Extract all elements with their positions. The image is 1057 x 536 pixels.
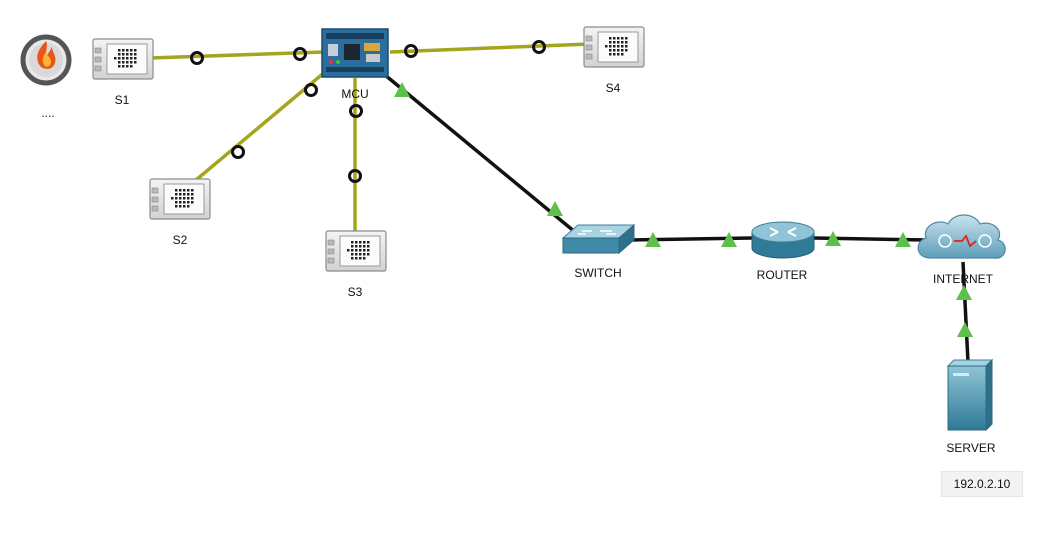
mcu-device[interactable]: MCU: [321, 28, 389, 101]
link-up-indicator: [956, 285, 972, 300]
links-layer: [149, 42, 970, 363]
sensor-s1[interactable]: S1: [92, 38, 154, 107]
internet-label: INTERNET: [933, 272, 994, 286]
sensor-s3[interactable]: S3: [325, 230, 387, 299]
link-s1-mcu[interactable]: [149, 50, 326, 60]
sensor-icon: [583, 26, 645, 68]
switch-label: SWITCH: [574, 266, 621, 280]
link-up-indicator: [825, 231, 841, 246]
router-device[interactable]: ROUTER: [751, 221, 815, 282]
connector-ring: [348, 169, 362, 183]
server-icon: [946, 358, 994, 432]
link-mcu-switch[interactable]: [383, 73, 577, 234]
link-internet-server[interactable]: [961, 261, 970, 363]
connector-ring: [532, 40, 546, 54]
router-icon: [751, 221, 815, 259]
connector-ring: [190, 51, 204, 65]
sensor-s2[interactable]: S2: [149, 178, 211, 247]
sensor-s4[interactable]: S4: [583, 26, 645, 95]
sensor-icon: [92, 38, 154, 80]
sensor-icon: [325, 230, 387, 272]
link-up-indicator: [957, 322, 973, 337]
link-up-indicator: [394, 82, 410, 97]
link-s4-mcu[interactable]: [389, 42, 591, 54]
connector-ring: [231, 145, 245, 159]
sensor-s4-label: S4: [606, 81, 621, 95]
link-switch-router[interactable]: [629, 236, 753, 242]
connector-ring: [304, 83, 318, 97]
link-up-indicator: [895, 232, 911, 247]
link-s2-mcu[interactable]: [194, 70, 327, 182]
internet-device[interactable]: INTERNET: [917, 214, 1006, 286]
sensor-s2-label: S2: [173, 233, 188, 247]
connector-ring: [293, 47, 307, 61]
fire-alarm-device[interactable]: ....: [20, 34, 72, 120]
microcontroller-board-icon: [321, 28, 389, 78]
switch-device[interactable]: SWITCH: [561, 223, 636, 280]
router-label: ROUTER: [757, 268, 808, 282]
fire-alarm-label: ....: [41, 106, 54, 120]
mcu-label: MCU: [341, 87, 368, 101]
cloud-icon: [917, 214, 1006, 259]
link-up-indicator: [547, 201, 563, 216]
connector-ring: [349, 104, 363, 118]
server-ip-address: 192.0.2.10: [941, 471, 1023, 497]
sensor-s1-label: S1: [115, 93, 130, 107]
link-up-indicator: [721, 232, 737, 247]
iot-connectors: [190, 40, 546, 183]
sensor-icon: [149, 178, 211, 220]
link-up-indicator: [645, 232, 661, 247]
server-label: SERVER: [946, 441, 995, 455]
server-device[interactable]: SERVER: [946, 358, 996, 455]
connector-ring: [404, 44, 418, 58]
fire-alarm-icon: [20, 34, 72, 86]
link-status-indicators: [394, 82, 973, 337]
sensor-s3-label: S3: [348, 285, 363, 299]
network-switch-icon: [561, 223, 636, 255]
